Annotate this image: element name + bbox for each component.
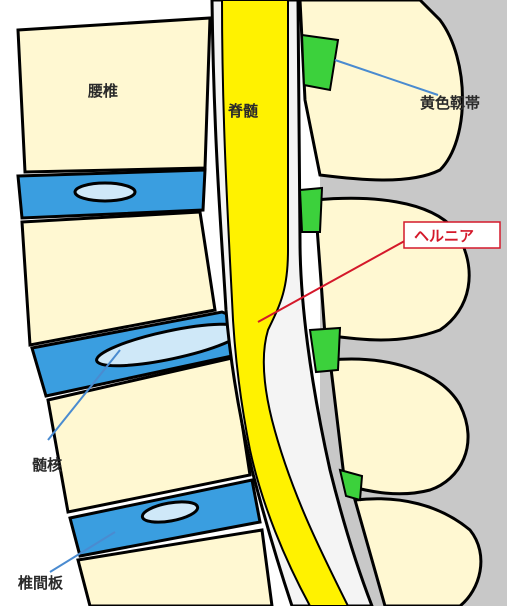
spinous-process-2 <box>315 198 469 340</box>
label-spinal-cord: 脊髄 <box>227 102 259 120</box>
label-hernia: ヘルニア <box>414 227 474 245</box>
nucleus-1 <box>75 183 135 201</box>
spinous-process-1 <box>300 0 463 180</box>
label-ligamentum-flavum: 黄色靱帯 <box>420 94 480 112</box>
label-nucleus-pulposus: 髄核 <box>32 456 62 474</box>
label-lumbar-vertebra: 腰椎 <box>87 82 118 100</box>
label-intervertebral-disc: 椎間板 <box>18 574 64 592</box>
